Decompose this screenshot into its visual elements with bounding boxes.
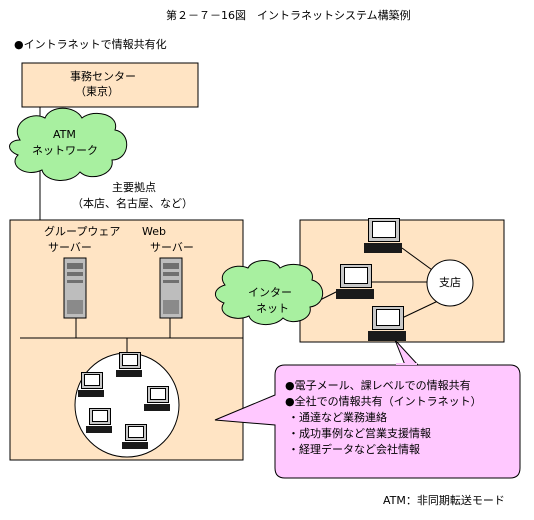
branch-pc-3-icon bbox=[368, 306, 408, 344]
branch-pc-2-icon bbox=[336, 264, 376, 302]
groupware-server-label: グループウェア bbox=[44, 225, 121, 238]
main-sites-examples: （本店、名古屋、など） bbox=[72, 197, 193, 210]
office-center-location: （東京） bbox=[75, 85, 119, 98]
branch-pc-1-icon bbox=[364, 218, 404, 256]
atm-cloud-sublabel: ネットワーク bbox=[32, 144, 98, 157]
callout-item-2: ●全社での情報共有（イントラネット） bbox=[285, 395, 482, 408]
client-pc-1-icon bbox=[116, 352, 144, 378]
atm-cloud bbox=[9, 107, 128, 181]
web-server-icon bbox=[159, 257, 183, 319]
client-pc-4-icon bbox=[86, 408, 114, 434]
office-center-label: 事務センター bbox=[70, 70, 136, 83]
web-server-sublabel: サーバー bbox=[150, 241, 194, 254]
internet-cloud bbox=[215, 260, 324, 325]
client-pc-3-icon bbox=[144, 386, 172, 412]
internet-cloud-sublabel: ネット bbox=[256, 302, 289, 315]
atm-cloud-label: ATM bbox=[53, 128, 76, 141]
branch-hub-circle bbox=[426, 259, 474, 307]
footnote: ATM：非同期転送モード bbox=[383, 494, 505, 507]
figure-title: 第２－７－16図 イントラネットシステム構築例 bbox=[166, 9, 411, 22]
client-pc-2-icon bbox=[78, 372, 106, 398]
callout-item-4: ・成功事例など営業支援情報 bbox=[288, 427, 431, 440]
groupware-server-sublabel: サーバー bbox=[48, 241, 92, 254]
office-center-box bbox=[21, 62, 199, 108]
callout-item-1: ●電子メール、課レベルでの情報共有 bbox=[285, 379, 471, 392]
client-pc-5-icon bbox=[122, 424, 150, 450]
callout-bubble bbox=[214, 364, 521, 479]
web-server-label: Web bbox=[142, 225, 166, 238]
callout-item-5: ・経理データなど会社情報 bbox=[288, 443, 420, 456]
groupware-server-icon bbox=[63, 257, 87, 319]
figure-subtitle: ●イントラネットで情報共有化 bbox=[14, 38, 167, 51]
internet-cloud-label: インター bbox=[248, 286, 292, 299]
main-sites-label: 主要拠点 bbox=[112, 181, 156, 194]
branch-label: 支店 bbox=[439, 276, 461, 289]
callout-item-3: ・通達など業務連絡 bbox=[288, 411, 387, 424]
